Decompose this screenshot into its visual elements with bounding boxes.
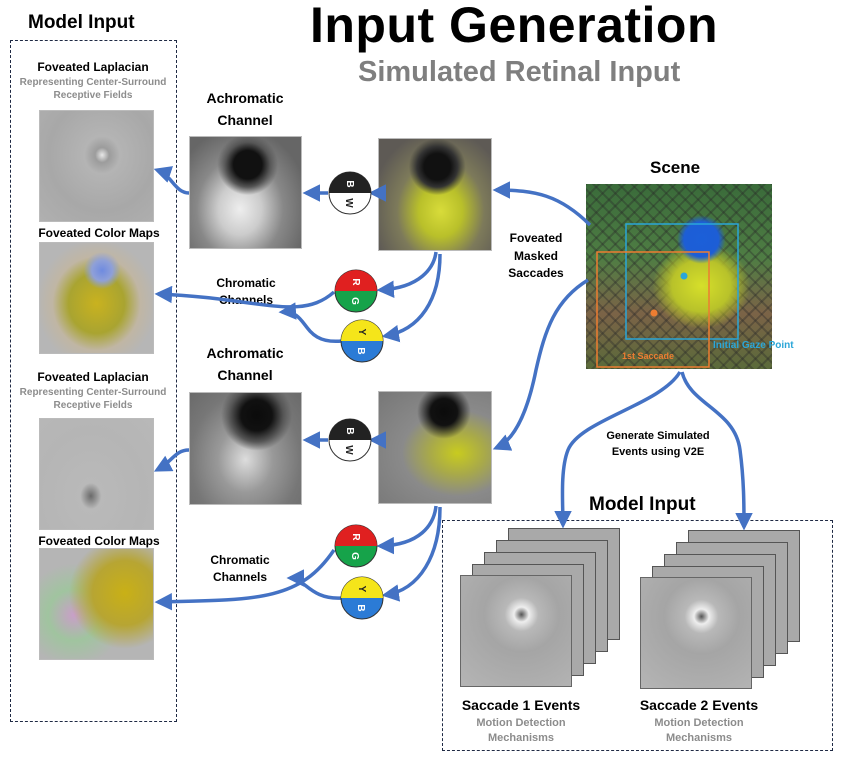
foveated-color-map-1 xyxy=(39,242,154,354)
events-line2: Events using V2E xyxy=(611,446,705,458)
laplacian-1-title: Foveated Laplacian xyxy=(37,60,149,74)
laplacian-1-subtitle-1: Representing Center-Surround xyxy=(19,77,167,88)
wb-opponent-circle-2 xyxy=(328,418,372,462)
saccade-2-subtitle-1: Motion Detection xyxy=(654,717,744,729)
saccades-line2: Masked xyxy=(513,249,559,263)
arrow-chromatic1-to-colormap1 xyxy=(154,285,336,309)
rg2-top-letter: R xyxy=(350,533,361,541)
rg-opponent-circle-1 xyxy=(334,269,378,313)
right-model-input-panel xyxy=(442,520,833,751)
saccade-2-title: Saccade 2 Events xyxy=(639,697,759,713)
rg-opponent-circle-2 xyxy=(334,524,378,568)
foveated-color-map-2 xyxy=(39,548,154,660)
yb-opponent-circle-1 xyxy=(340,319,384,363)
yb1-bottom-letter: B xyxy=(355,347,366,354)
arrow-scene-to-events-2 xyxy=(680,371,753,531)
page-title: Input Generation xyxy=(310,0,718,53)
arrow-scene-to-saccade-1 xyxy=(492,181,592,227)
achromatic-1-line2: Channel xyxy=(217,112,273,128)
arrow-scene-to-saccade-2 xyxy=(492,278,589,451)
arrow-color2-to-yb2 xyxy=(381,506,442,602)
saccade-2-event-frame-1 xyxy=(640,577,752,689)
foveated-saccade-image-2 xyxy=(378,391,492,504)
initial-gaze-box xyxy=(625,223,739,340)
achromatic-1-line1: Achromatic xyxy=(206,90,284,106)
wb2-top-letter: B xyxy=(344,427,355,434)
chromatic-2-line1: Chromatic xyxy=(210,553,270,567)
foveated-saccade-image-1 xyxy=(378,138,492,251)
laplacian-2-subtitle-1: Representing Center-Surround xyxy=(19,387,167,398)
events-line1: Generate Simulated xyxy=(606,430,710,442)
page-subtitle: Simulated Retinal Input xyxy=(358,56,681,88)
left-model-input-panel xyxy=(10,40,177,722)
first-saccade-label: 1st Saccade xyxy=(622,351,674,361)
saccades-line1: Foveated xyxy=(509,231,563,245)
foveated-laplacian-image-1 xyxy=(39,110,154,222)
wb1-top-letter: B xyxy=(344,180,355,187)
laplacian-2-title: Foveated Laplacian xyxy=(37,370,149,384)
scene-title: Scene xyxy=(650,158,701,177)
arrow-color1-to-yb xyxy=(381,253,442,343)
left-panel-title: Model Input xyxy=(28,12,135,33)
yb-opponent-circle-2 xyxy=(340,576,384,620)
arrow-gray1-to-laplacian1 xyxy=(153,166,190,195)
yb1-top-letter: Y xyxy=(356,329,367,336)
initial-gaze-label: Initial Gaze Point xyxy=(713,340,794,351)
arrow-scene-to-events-1 xyxy=(554,371,682,529)
saccade-1-event-frame-1 xyxy=(460,575,572,687)
achromatic-2-line2: Channel xyxy=(217,367,273,383)
first-saccade-point xyxy=(650,309,658,317)
saccade-2-subtitle-2: Mechanisms xyxy=(665,732,733,744)
first-saccade-box xyxy=(596,251,710,368)
chromatic-2-line2: Channels xyxy=(212,570,267,584)
rg1-bottom-letter: G xyxy=(349,297,360,305)
achromatic-2-line1: Achromatic xyxy=(206,345,284,361)
foveated-laplacian-image-2 xyxy=(39,418,154,530)
color-maps-2-title: Foveated Color Maps xyxy=(38,534,160,548)
yb2-top-letter: Y xyxy=(356,586,367,593)
arrow-color2-to-rg2 xyxy=(376,505,438,555)
color-maps-1-title: Foveated Color Maps xyxy=(38,226,160,240)
yb2-bottom-letter: B xyxy=(355,604,366,611)
saccades-line3: Saccades xyxy=(508,266,564,280)
scene-image xyxy=(586,184,772,369)
laplacian-2-subtitle-2: Receptive Fields xyxy=(53,400,133,411)
wb2-bottom-letter: W xyxy=(343,445,354,455)
saccade-1-subtitle-2: Mechanisms xyxy=(487,732,555,744)
initial-gaze-point xyxy=(680,272,688,280)
right-panel-title: Model Input xyxy=(589,494,696,515)
chromatic-1-line1: Chromatic xyxy=(216,276,276,290)
saccade-1-title: Saccade 1 Events xyxy=(461,697,581,713)
achromatic-channel-image-2 xyxy=(189,392,302,505)
rg2-bottom-letter: G xyxy=(349,552,360,560)
laplacian-1-subtitle-2: Receptive Fields xyxy=(53,90,133,101)
rg1-top-letter: R xyxy=(350,278,361,286)
achromatic-channel-image-1 xyxy=(189,136,302,249)
arrow-gray2-to-laplacian2 xyxy=(153,448,190,472)
arrow-color1-to-rg xyxy=(376,251,438,299)
arrow-chromatic2-to-colormap2 xyxy=(154,549,336,611)
arrow-yb1-merge xyxy=(278,302,343,343)
wb-opponent-circle-1 xyxy=(328,171,372,215)
arrow-yb2-merge xyxy=(286,569,343,600)
saccade-1-subtitle-1: Motion Detection xyxy=(476,717,566,729)
wb1-bottom-letter: W xyxy=(343,198,354,208)
